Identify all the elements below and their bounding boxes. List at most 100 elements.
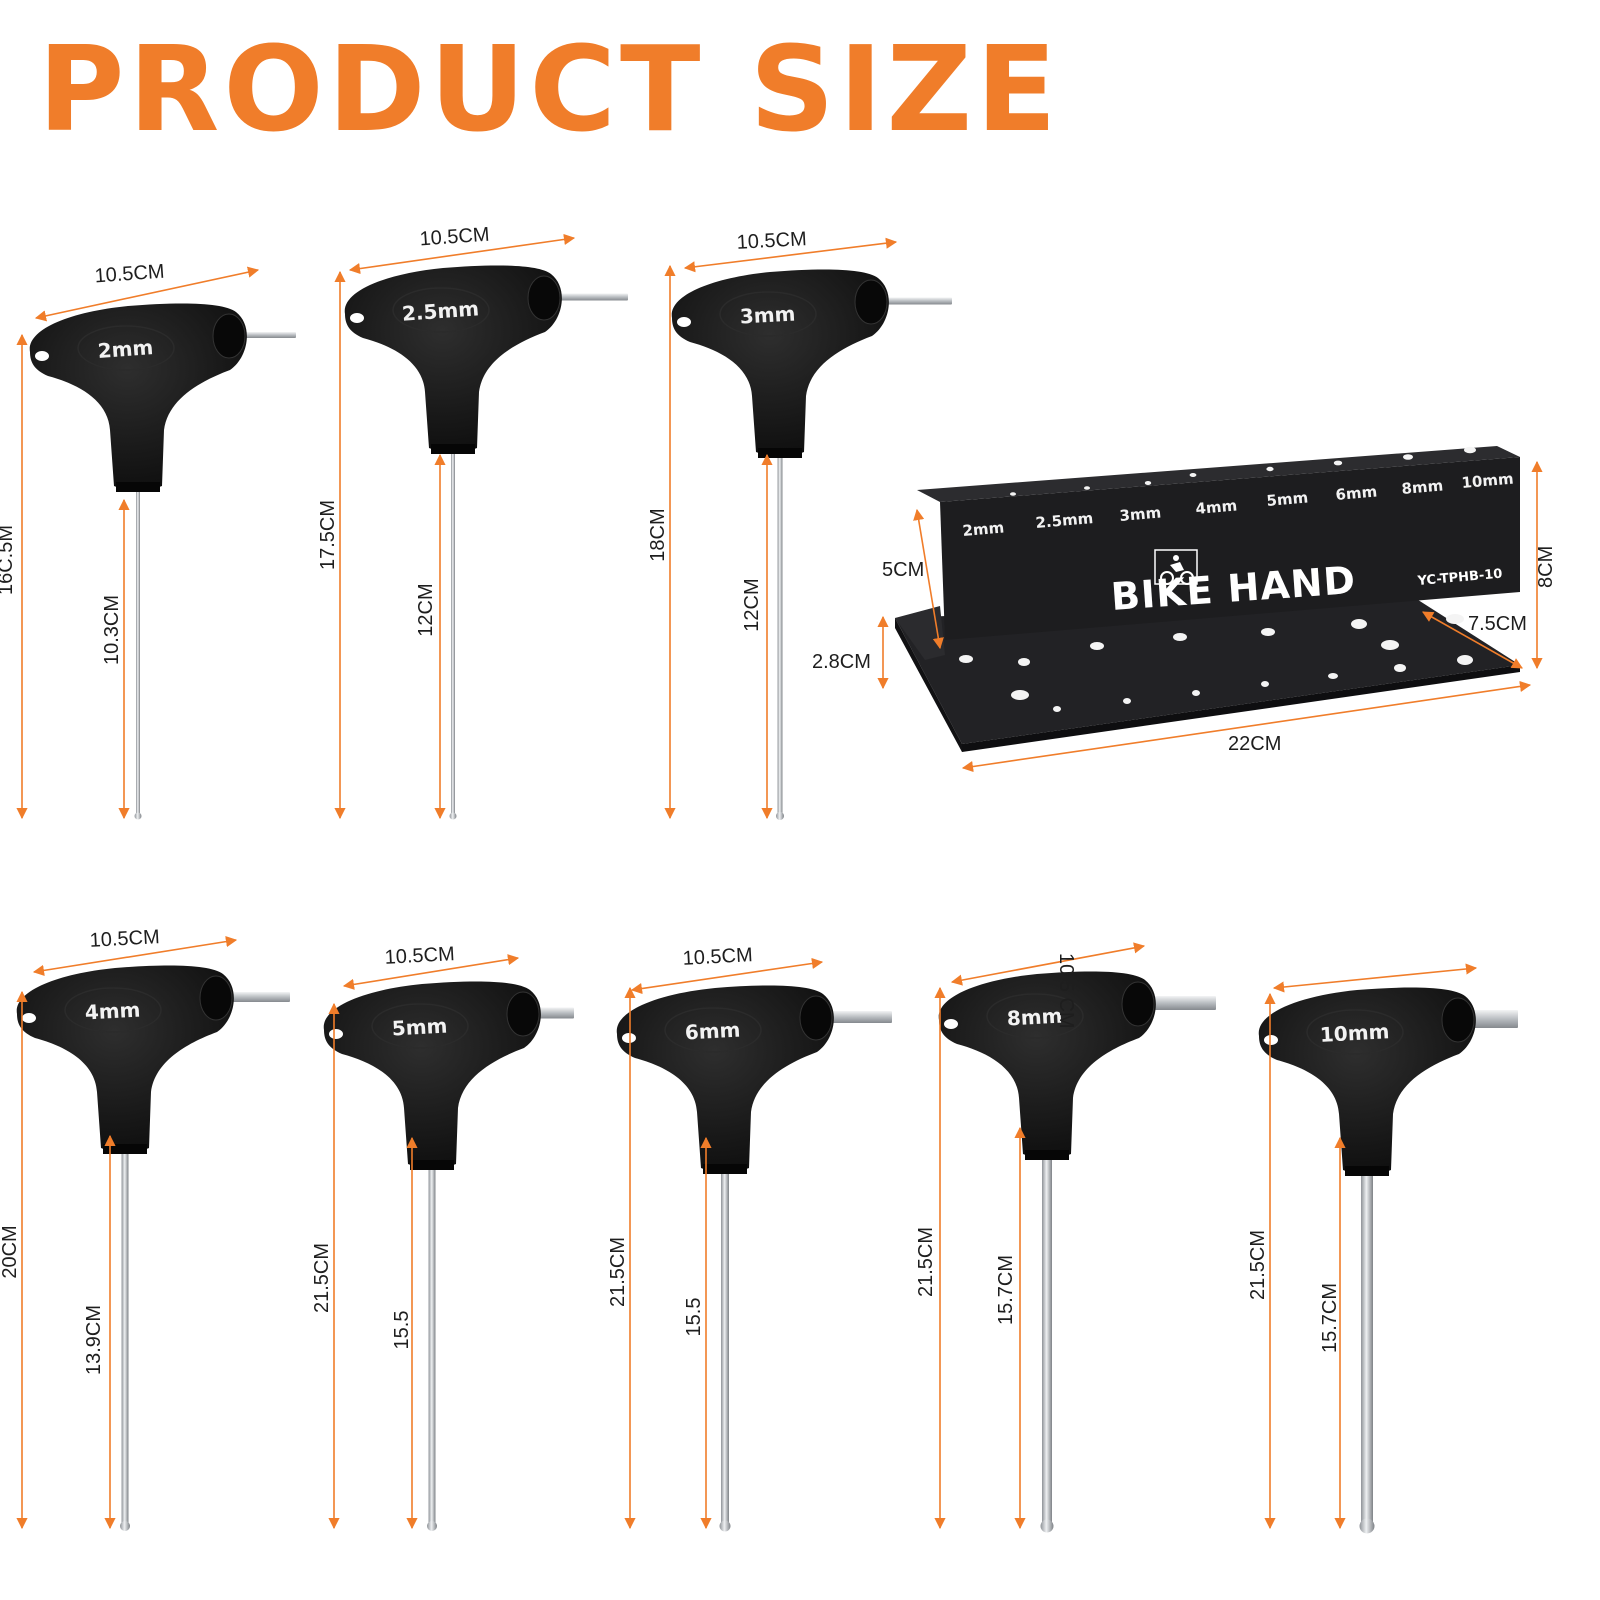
ball-end bbox=[776, 812, 784, 820]
total-length-label: 16C.5M bbox=[0, 525, 17, 595]
shaft-length-label: 15.7CM bbox=[995, 1255, 1017, 1325]
wrench-6: 6mm bbox=[616, 985, 892, 1532]
handle-end-cap bbox=[199, 975, 233, 1021]
handle-size-label: 2mm bbox=[97, 335, 154, 363]
handle-width-label: 10.5CM bbox=[419, 224, 490, 251]
hex-shaft bbox=[1042, 1152, 1052, 1528]
handle-width-label: 10.5CM bbox=[89, 926, 160, 952]
short-pin bbox=[878, 297, 952, 305]
stand-slot-label: 8mm bbox=[1401, 476, 1444, 498]
handle-width-arrow bbox=[683, 237, 898, 273]
hex-shaft bbox=[777, 450, 783, 818]
total-length-label: 21.5CM bbox=[1247, 1230, 1269, 1300]
ball-end bbox=[134, 812, 142, 820]
handle-width-arrow bbox=[348, 233, 576, 275]
total-length-label: 18CM bbox=[647, 508, 669, 561]
stand-top-face bbox=[917, 446, 1520, 502]
handle-label-oval bbox=[77, 325, 175, 371]
handle-width-arrow bbox=[950, 942, 1146, 986]
handle-end-cap bbox=[506, 991, 540, 1037]
hang-hole bbox=[350, 313, 364, 323]
hex-shaft bbox=[121, 1146, 129, 1528]
stand-depth-arrow bbox=[1422, 611, 1523, 669]
handle-label-oval bbox=[392, 287, 490, 333]
handle-width-arrow bbox=[630, 957, 824, 995]
ball-end bbox=[1040, 1519, 1054, 1533]
handle-label-oval bbox=[371, 1003, 469, 1049]
short-pin bbox=[826, 1011, 892, 1023]
shaft-length-label: 12CM bbox=[415, 583, 437, 636]
shaft-length-label: 15.5 bbox=[683, 1298, 705, 1337]
handle-width-arrow bbox=[32, 936, 238, 976]
page-title: PRODUCT SIZE bbox=[38, 20, 1061, 158]
handle-collar bbox=[1025, 1150, 1069, 1160]
handle-end-cap bbox=[799, 995, 833, 1041]
handle-collar bbox=[116, 482, 160, 492]
stand-slot-label: 3mm bbox=[1119, 503, 1162, 525]
shaft-length-label: 13.9CM bbox=[83, 1305, 105, 1375]
handle-width-arrow bbox=[1272, 963, 1478, 993]
stand-back-height-label: 5CM bbox=[882, 559, 924, 581]
handle-collar bbox=[1345, 1166, 1389, 1176]
handle-label-oval bbox=[986, 993, 1084, 1039]
handle-width-arrow bbox=[34, 266, 260, 322]
handle-width-label: 10.5CM bbox=[94, 261, 165, 288]
hex-shaft bbox=[1361, 1168, 1373, 1528]
handle-collar bbox=[431, 444, 475, 454]
handle bbox=[16, 965, 234, 1153]
handle bbox=[938, 971, 1156, 1159]
shaft-length-label: 12CM bbox=[741, 578, 763, 631]
handle-size-label: 3mm bbox=[739, 302, 796, 329]
handle-end-cap bbox=[1121, 981, 1155, 1027]
total-length-label: 17.5CM bbox=[317, 500, 339, 570]
wrench-2: 2.5mm bbox=[344, 265, 628, 820]
hang-hole bbox=[622, 1033, 636, 1043]
ball-end bbox=[427, 1521, 437, 1531]
stand-slot-label: 10mm bbox=[1461, 470, 1515, 492]
shaft-length-label: 15.7CM bbox=[1319, 1283, 1341, 1353]
wrench-1: 2mm bbox=[29, 303, 296, 820]
stand-slot-label: 6mm bbox=[1335, 482, 1378, 504]
ball-end bbox=[719, 1520, 731, 1532]
hang-hole bbox=[329, 1029, 343, 1039]
hex-shaft bbox=[428, 1162, 436, 1528]
short-pin bbox=[548, 293, 628, 301]
shaft-length-label: 10.3CM bbox=[101, 595, 123, 665]
stand-total-height-label: 8CM bbox=[1535, 546, 1557, 588]
handle-collar bbox=[703, 1164, 747, 1174]
handle-width-label: 10.5CM bbox=[736, 228, 807, 254]
handle-collar bbox=[103, 1144, 147, 1154]
handle bbox=[671, 269, 889, 457]
stand-base-lip bbox=[895, 618, 962, 752]
stand-back-panel bbox=[940, 457, 1520, 640]
stand-depth-label: 7.5CM bbox=[1468, 613, 1527, 635]
handle-width-label: 10.5 CM bbox=[1055, 953, 1077, 1029]
hang-hole bbox=[944, 1019, 958, 1029]
handle bbox=[344, 265, 562, 453]
handle bbox=[616, 985, 834, 1173]
stand-back-height-arrow bbox=[913, 508, 944, 650]
handle-end-cap bbox=[1441, 997, 1475, 1043]
hex-shaft bbox=[451, 446, 455, 818]
stand-model: YC-TPHB-10 bbox=[1416, 567, 1503, 589]
total-length-label: 21.5CM bbox=[915, 1227, 937, 1297]
ball-end bbox=[120, 1521, 130, 1531]
total-length-label: 21.5CM bbox=[311, 1243, 333, 1313]
wrench-4: 4mm bbox=[16, 965, 290, 1531]
ball-end bbox=[449, 812, 457, 820]
wrench-8: 10mm bbox=[1258, 987, 1518, 1534]
stand-length-label: 22CM bbox=[1228, 733, 1281, 755]
handle-label-oval bbox=[664, 1007, 762, 1053]
handle-collar bbox=[758, 448, 802, 458]
handle-size-label: 5mm bbox=[391, 1014, 448, 1041]
handle-size-label: 10mm bbox=[1319, 1019, 1390, 1047]
handle-end-cap bbox=[527, 275, 561, 321]
stand-lip-label: 2.8CM bbox=[812, 651, 871, 673]
handle-width-arrow bbox=[342, 954, 520, 990]
handle bbox=[1258, 987, 1476, 1175]
handle-size-label: 8mm bbox=[1006, 1004, 1063, 1031]
ball-end bbox=[1359, 1518, 1375, 1534]
handle-size-label: 2.5mm bbox=[401, 296, 480, 325]
total-length-label: 21.5CM bbox=[607, 1237, 629, 1307]
